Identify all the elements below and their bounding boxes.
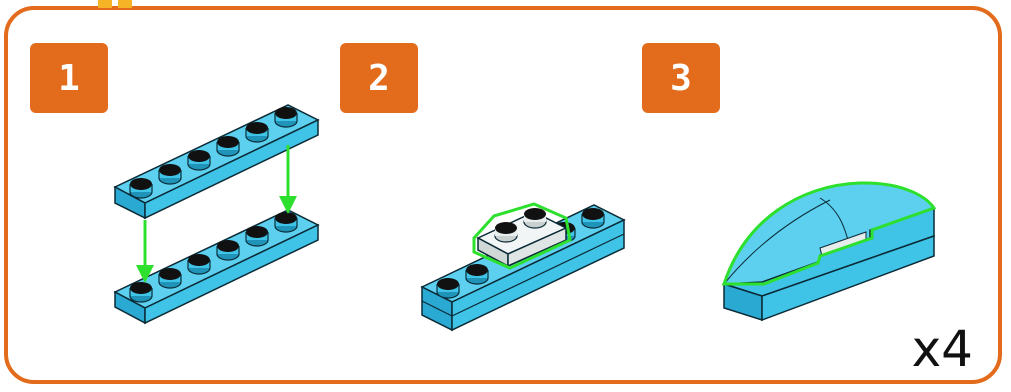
quantity-multiplier: x4	[911, 320, 973, 378]
corner-tab-icon	[98, 0, 132, 8]
step-2-badge: 2	[340, 43, 418, 113]
instruction-frame	[4, 6, 1002, 384]
stacking-arrow-icon	[136, 145, 297, 283]
step-1-lower-plate	[113, 209, 320, 325]
step-1-upper-plate	[113, 104, 320, 220]
curved-slope-brick	[721, 181, 937, 322]
step-1-badge: 1	[30, 43, 108, 113]
step-3-badge: 3	[642, 43, 720, 113]
step-2-white-plate	[472, 202, 572, 270]
